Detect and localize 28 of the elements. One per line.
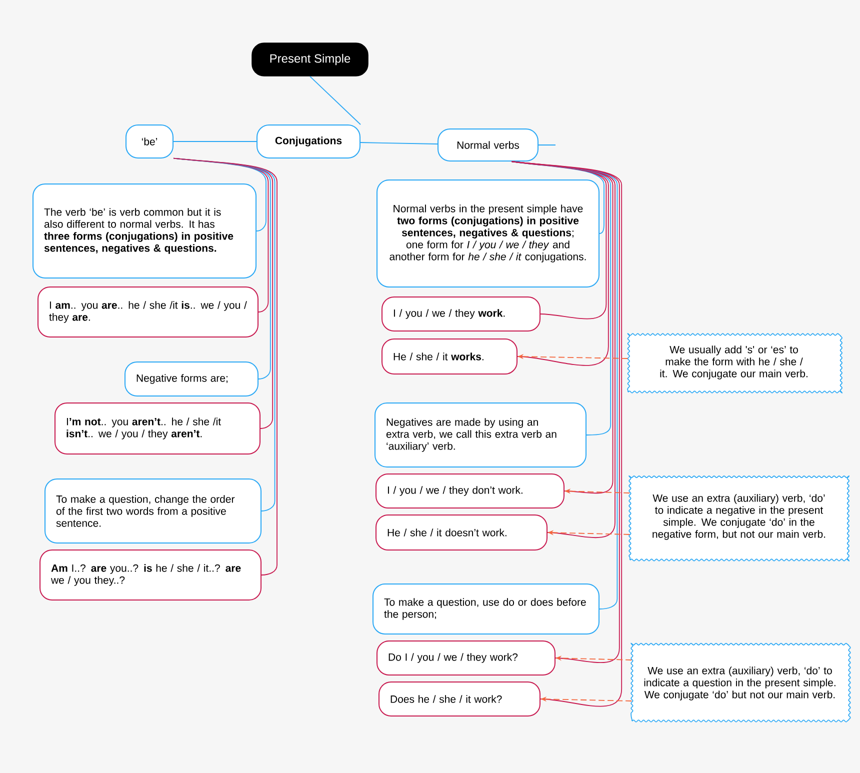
branch-line xyxy=(310,76,361,125)
branch-line xyxy=(173,141,257,142)
example-box: He / she / it doesn’t work. xyxy=(376,514,548,550)
branch-line xyxy=(360,142,438,144)
example-box: Does he / she / it work? xyxy=(378,682,540,716)
branch-box: Normal verbs xyxy=(438,128,538,162)
topic-box: Present Simple xyxy=(252,42,368,76)
example-box: I / you / we / they don’t work. xyxy=(376,474,564,508)
note-box: To make a question, change the order of the first two words from a positive sentence. xyxy=(44,478,262,544)
note-box: To make a question, use do or does before the person; xyxy=(372,584,600,634)
note-box: Negatives are made by using an extra verb, we call this extra verb an ‘auxiliary’ verb. xyxy=(374,402,586,468)
callout-cloud: We use an extra (auxiliary) verb, ‘do’ to indicate a negative in the present simple. We conjugate ‘do’ in the negative form, but not our main verb. xyxy=(628,475,850,562)
branch-box: ‘be’ xyxy=(126,124,174,158)
branch-line xyxy=(538,144,556,146)
example-box: Do I / you / we / they work? xyxy=(376,640,556,676)
example-box: Am I..? are you..? is he / she / it..? are we / you they..? xyxy=(40,550,262,600)
note-box: The verb ‘be’ is verb common but it is also different to normal verbs. It has three forms (conjugations) in positive sentences, negatives & questions. xyxy=(32,184,256,278)
note-box: Negative forms are; xyxy=(124,362,258,396)
branch-line xyxy=(511,161,607,320)
example-box: He / she / it works. xyxy=(382,338,518,374)
callout-cloud: We usually add 's' or ‘es’ to make the form with he / she / it. We conjugate our main verb. xyxy=(627,333,843,394)
example-box: I’m not.. you aren’t.. he / she /it isn’t.. we / you / they aren’t. xyxy=(54,402,260,454)
callout-cloud: We use an extra (auxiliary) verb, ‘do’ to indicate a question in the present simple. We conjugate ‘do’ but not our main verb. xyxy=(630,642,851,722)
note-box: Normal verbs in the present simple have two forms (conjugations) in positive sentences, negatives & questions; one form for I / you / we / they and another form for he / she / it conjugations. xyxy=(376,180,600,288)
example-box: I / you / we / they work. xyxy=(382,296,540,332)
example-box: I am.. you are.. he / she /it is.. we / you / they are. xyxy=(38,286,258,338)
branch-line xyxy=(173,158,278,576)
branch-box: Conjugations xyxy=(256,124,360,158)
